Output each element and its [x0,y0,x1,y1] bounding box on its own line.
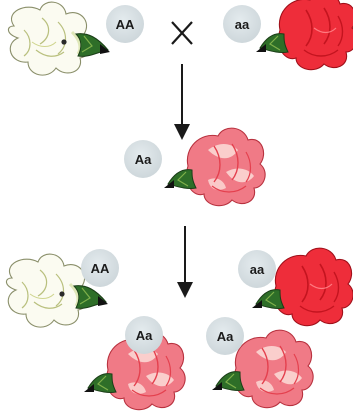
red-flower-icon [256,0,353,70]
genotype-badge-f2-bottom-right: Aa [206,317,244,355]
genotype-badge-parent-left: AA [106,5,144,43]
pink-flower-icon [164,128,265,206]
genotype-badge-f2-top-left: AA [81,249,119,287]
genotype-badge-parent-right: aa [223,5,261,43]
cross-icon [172,22,192,44]
white-flower-icon [8,2,110,75]
genotype-badge-f1: Aa [124,140,162,178]
genotype-badge-f2-top-right: aa [238,250,276,288]
genotype-badge-f2-bottom-left: Aa [125,316,163,354]
